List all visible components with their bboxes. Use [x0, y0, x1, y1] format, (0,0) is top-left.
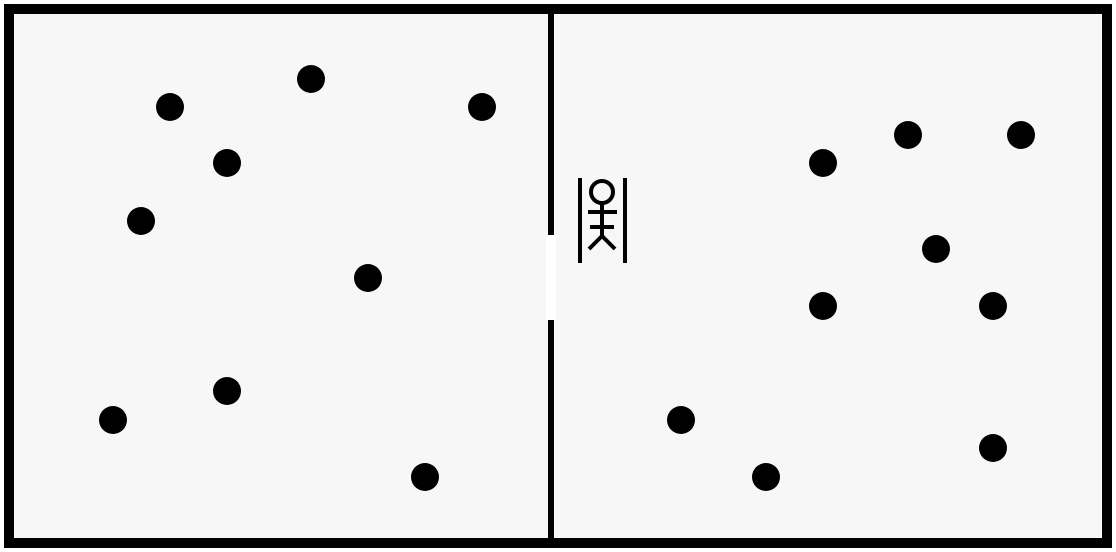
right-room-particle [809, 292, 837, 320]
left-room-particle [213, 377, 241, 405]
right-room-particle [1007, 121, 1035, 149]
left-room-particle [468, 93, 496, 121]
left-room-particle [297, 65, 325, 93]
right-room-particle [752, 463, 780, 491]
right-room-particle [809, 149, 837, 177]
wall-opening [546, 235, 556, 320]
right-room-particle [667, 406, 695, 434]
left-room-particle [354, 264, 382, 292]
left-room-particle [213, 149, 241, 177]
right-room-particle [979, 434, 1007, 462]
left-room-particle [156, 93, 184, 121]
chamber-background [12, 12, 1104, 540]
right-room-particle [922, 235, 950, 263]
left-room-particle [99, 406, 127, 434]
left-room-particle [127, 207, 155, 235]
left-room-particle [411, 463, 439, 491]
right-room-particle [894, 121, 922, 149]
right-room-particle [979, 292, 1007, 320]
